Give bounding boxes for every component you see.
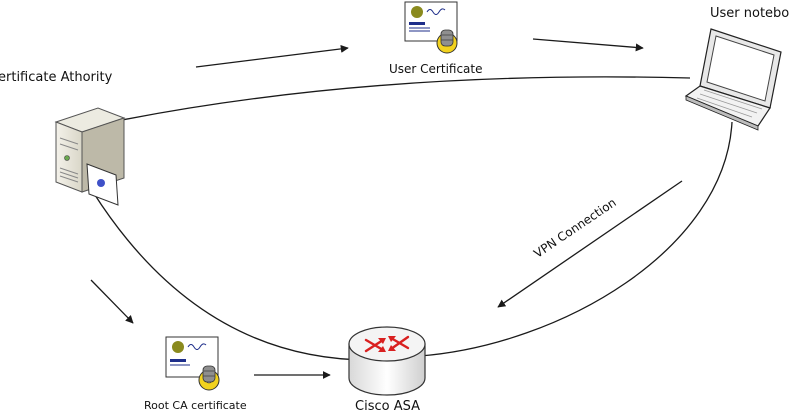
ca-badge-dot bbox=[97, 179, 105, 187]
lock-icon bbox=[440, 29, 454, 47]
certificate-seal-icon bbox=[411, 6, 423, 18]
connection-notebook-to-asa bbox=[419, 121, 733, 357]
user-certificate-label: User Certificate bbox=[389, 62, 483, 76]
connection-ca-to-notebook bbox=[121, 76, 691, 121]
laptop-icon bbox=[684, 28, 782, 131]
arrow-ca-to-user-certificate bbox=[195, 44, 349, 68]
user-certificate-icon bbox=[404, 1, 458, 54]
router-arrows-icon bbox=[364, 335, 410, 353]
arrow-vpn-connection bbox=[497, 180, 683, 308]
root-ca-certificate-icon bbox=[165, 336, 220, 391]
connection-ca-to-asa bbox=[92, 191, 371, 361]
router-icon bbox=[348, 326, 426, 396]
root-ca-certificate-label: Root CA certificate bbox=[144, 399, 247, 412]
arrow-user-certificate-to-notebook bbox=[532, 38, 644, 52]
arrow-ca-to-root-ca-certificate bbox=[90, 279, 134, 324]
server-icon bbox=[54, 107, 126, 206]
user-notebook-label: User notebo bbox=[710, 6, 790, 21]
certificate-authority-label: ertificate Athority bbox=[0, 70, 113, 85]
certificate-seal-icon bbox=[172, 341, 184, 353]
lock-icon bbox=[202, 365, 216, 383]
cisco-asa-label: Cisco ASA bbox=[355, 399, 420, 414]
